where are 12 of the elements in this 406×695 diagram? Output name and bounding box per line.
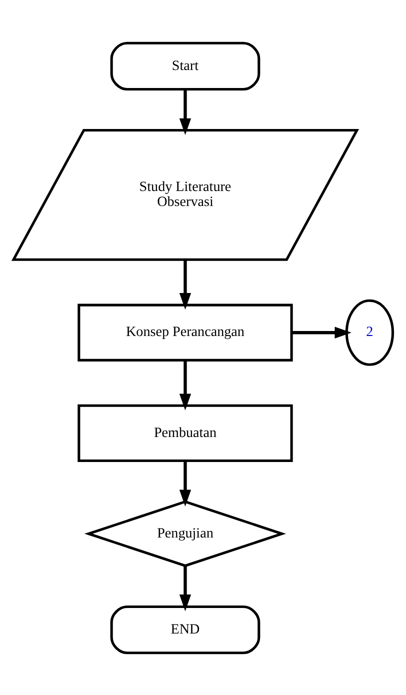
node-box: Pembuatan xyxy=(78,404,293,462)
node-box: Start xyxy=(110,41,260,90)
arrow xyxy=(292,326,352,338)
arrow xyxy=(179,360,192,410)
node-box: END xyxy=(110,604,260,654)
arrow xyxy=(179,460,192,506)
arrow xyxy=(179,259,192,310)
node-box: Konsep Perancangan xyxy=(78,303,293,361)
arrow xyxy=(179,566,192,611)
node-ellipse: 2 xyxy=(345,298,394,366)
node-diamond: Pengujian xyxy=(84,500,286,567)
arrow xyxy=(179,88,192,134)
